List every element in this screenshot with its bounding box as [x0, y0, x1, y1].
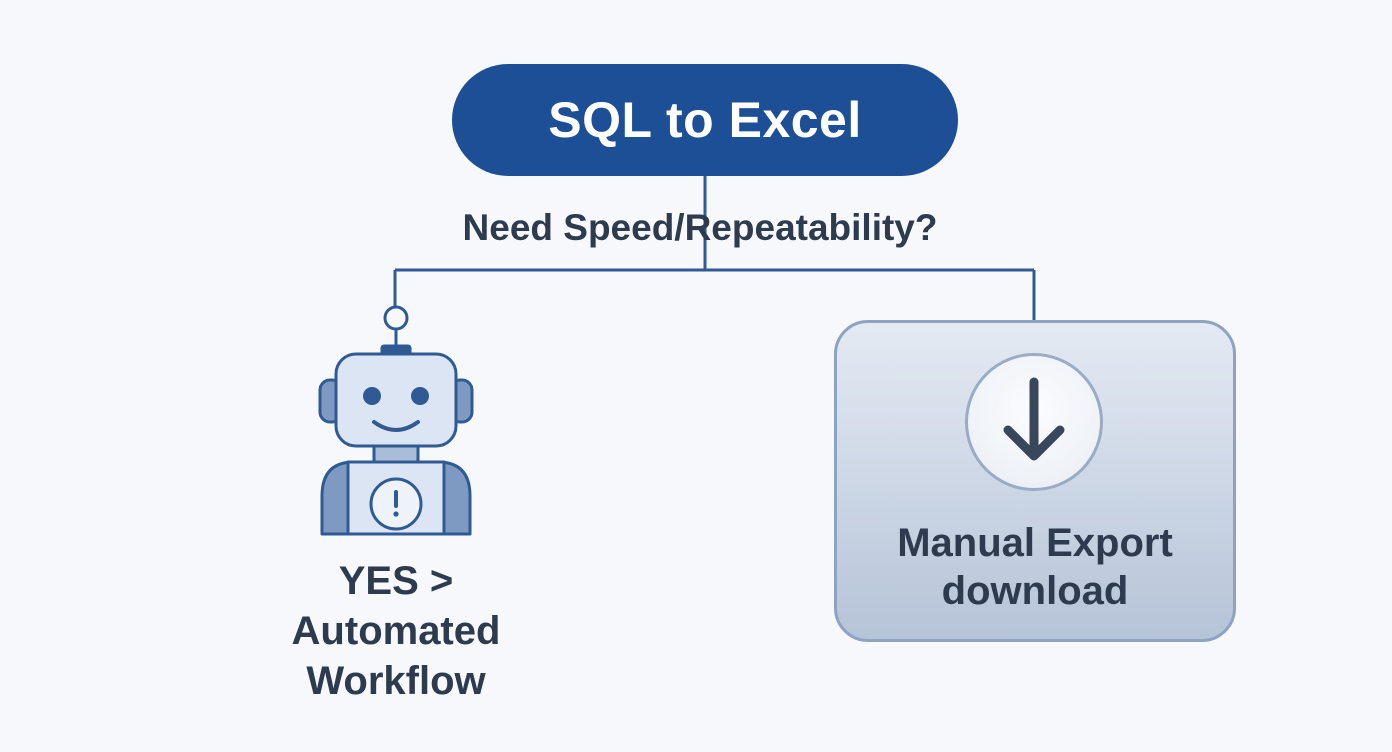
- yes-line-1: YES >: [338, 559, 454, 603]
- root-node: SQL to Excel: [452, 64, 958, 176]
- yes-line-2: Automated: [291, 609, 501, 653]
- manual-line-2: download: [941, 569, 1129, 613]
- robot-icon: [318, 305, 474, 536]
- decision-question: Need Speed/Repeatability?: [462, 207, 938, 248]
- manual-export-label: Manual Export download: [837, 519, 1233, 615]
- yes-line-3: Workflow: [306, 659, 486, 703]
- download-button-graphic: [965, 353, 1103, 491]
- manual-line-1: Manual Export: [897, 521, 1173, 565]
- root-label: SQL to Excel: [548, 92, 862, 148]
- download-arrow-icon: [1003, 377, 1065, 461]
- manual-export-card: Manual Export download: [834, 320, 1236, 642]
- yes-branch-label: YES > Automated Workflow: [260, 556, 532, 706]
